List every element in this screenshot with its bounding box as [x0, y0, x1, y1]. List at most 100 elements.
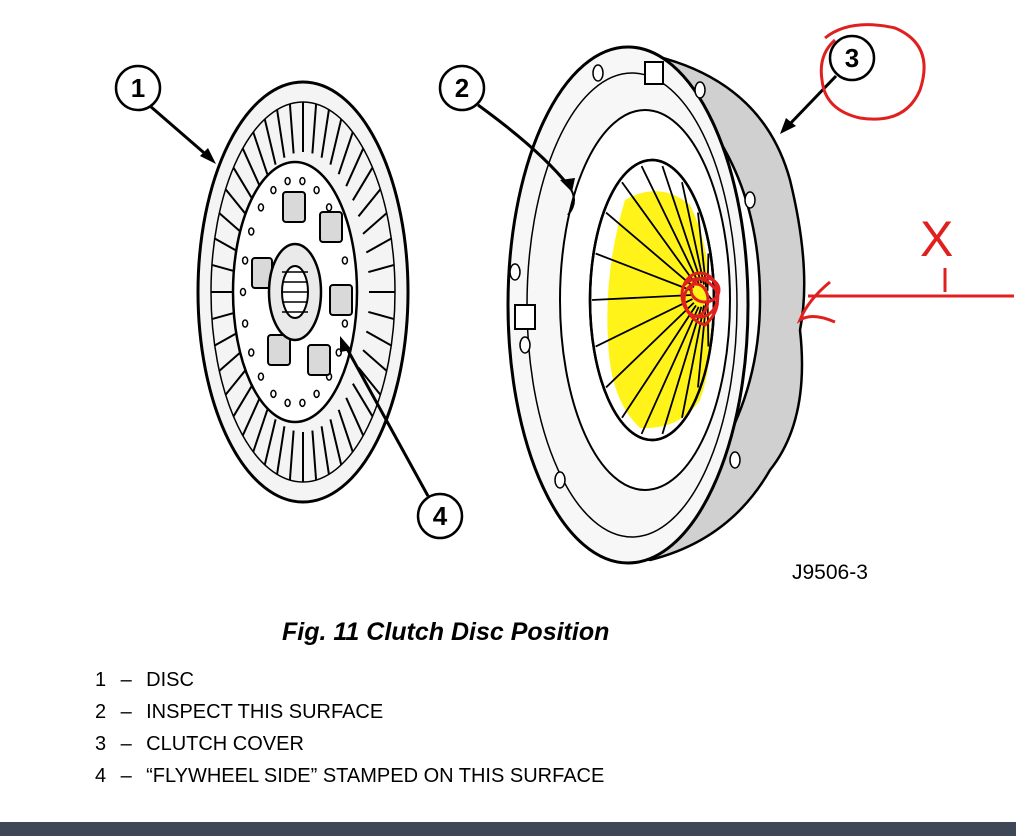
legend-sep: –	[120, 701, 132, 723]
disc-groove	[232, 383, 254, 417]
disc-groove	[276, 109, 286, 158]
disc-rivet	[270, 389, 277, 399]
disc-rivet	[239, 287, 247, 297]
disc-rivet	[241, 319, 249, 328]
svg-text:2: 2	[455, 73, 469, 103]
disc-groove	[329, 118, 343, 165]
legend-sep: –	[120, 669, 132, 691]
diaphragm-finger	[605, 302, 695, 389]
disc-groove	[357, 367, 382, 396]
disc-groove	[365, 237, 392, 254]
legend-num: 3	[95, 733, 107, 755]
disc-groove	[252, 409, 269, 453]
clutch-disc	[196, 80, 410, 504]
disc-groove	[345, 147, 365, 187]
figure-caption: Fig. 11 Clutch Disc Position	[282, 618, 610, 646]
diaphragm-finger	[591, 294, 693, 301]
disc-groove	[232, 167, 254, 201]
disc-rivet	[313, 389, 320, 399]
disc-rivet	[257, 372, 265, 381]
disc-groove	[241, 147, 261, 187]
disc-groove	[320, 109, 330, 158]
diaphragm-finger	[605, 211, 695, 288]
callout-1: 1	[114, 64, 216, 164]
disc-rivet	[325, 203, 333, 212]
legend-list: 1–DISC 2–INSPECT THIS SURFACE 3–CLUTCH C…	[95, 664, 604, 792]
disc-groove	[365, 330, 392, 347]
footer-bar	[0, 822, 1016, 836]
disc-groove	[241, 397, 261, 437]
disc-rivet	[241, 256, 249, 265]
diaphragm-finger	[640, 165, 700, 284]
yellow-highlight	[607, 191, 711, 429]
svg-text:3: 3	[845, 43, 859, 73]
disc-rivet	[335, 348, 342, 357]
disc-groove	[288, 430, 295, 481]
drawing-id: J9506-3	[792, 561, 868, 584]
disc-groove	[276, 426, 286, 475]
disc-rivet	[284, 176, 291, 186]
disc-groove	[345, 397, 365, 437]
disc-groove	[288, 103, 295, 154]
legend-text: CLUTCH COVER	[146, 733, 304, 755]
disc-groove	[224, 367, 249, 396]
disc-groove	[329, 419, 343, 466]
diaphragm-finger	[661, 306, 703, 435]
disc-groove	[263, 118, 277, 165]
x-mark: X	[920, 211, 954, 267]
legend-sep: –	[120, 733, 132, 755]
disc-rivet	[313, 185, 320, 195]
disc-groove	[352, 383, 374, 417]
legend-item: 1–DISC	[95, 664, 604, 696]
legend-sep: –	[120, 765, 132, 787]
diaphragm-finger	[595, 298, 693, 348]
diaphragm-finger	[621, 304, 697, 419]
disc-groove	[362, 212, 388, 235]
diaphragm-finger	[595, 252, 693, 292]
legend-text: INSPECT THIS SURFACE	[146, 701, 384, 723]
disc-groove	[357, 188, 382, 217]
callout-4: 4	[340, 336, 464, 540]
disc-rivet	[270, 185, 277, 195]
disc-rivet	[257, 203, 265, 212]
legend-text: DISC	[146, 669, 194, 691]
red-scribble	[680, 271, 721, 327]
diaphragm-finger	[681, 182, 705, 285]
clutch-cover	[506, 45, 806, 565]
legend-text: “FLYWHEEL SIDE” STAMPED ON THIS SURFACE	[146, 765, 605, 787]
diaphragm-finger	[661, 165, 703, 284]
disc-groove	[368, 310, 395, 321]
disc-rivet	[248, 227, 255, 236]
disc-groove	[337, 409, 354, 453]
disc-rivet	[299, 398, 306, 408]
disc-rivet	[341, 256, 349, 265]
legend-num: 4	[95, 765, 107, 787]
disc-groove	[368, 263, 395, 274]
disc-rivet	[284, 398, 291, 408]
diaphragm-finger	[640, 306, 700, 435]
legend-num: 2	[95, 701, 107, 723]
callout-2: 2	[438, 64, 575, 216]
diaphragm-finger	[621, 181, 697, 286]
svg-text:1: 1	[131, 73, 145, 103]
disc-rivet	[248, 348, 255, 357]
disc-groove	[252, 131, 269, 175]
red-markup	[796, 23, 1014, 324]
svg-text:4: 4	[433, 501, 448, 531]
callout-3: 3	[780, 34, 876, 134]
disc-groove	[224, 188, 249, 217]
legend-item: 4–“FLYWHEEL SIDE” STAMPED ON THIS SURFAC…	[95, 760, 604, 792]
legend-item: 2–INSPECT THIS SURFACE	[95, 696, 604, 728]
diaphragm-finger	[706, 253, 710, 291]
disc-groove	[311, 103, 318, 154]
disc-groove	[263, 419, 277, 466]
disc-rivet	[341, 319, 349, 328]
disc-groove	[352, 167, 374, 201]
disc-groove	[320, 426, 330, 475]
disc-groove	[362, 349, 388, 372]
disc-rivet	[299, 176, 306, 186]
disc-groove	[311, 430, 318, 481]
legend-item: 3–CLUTCH COVER	[95, 728, 604, 760]
legend-num: 1	[95, 669, 107, 691]
